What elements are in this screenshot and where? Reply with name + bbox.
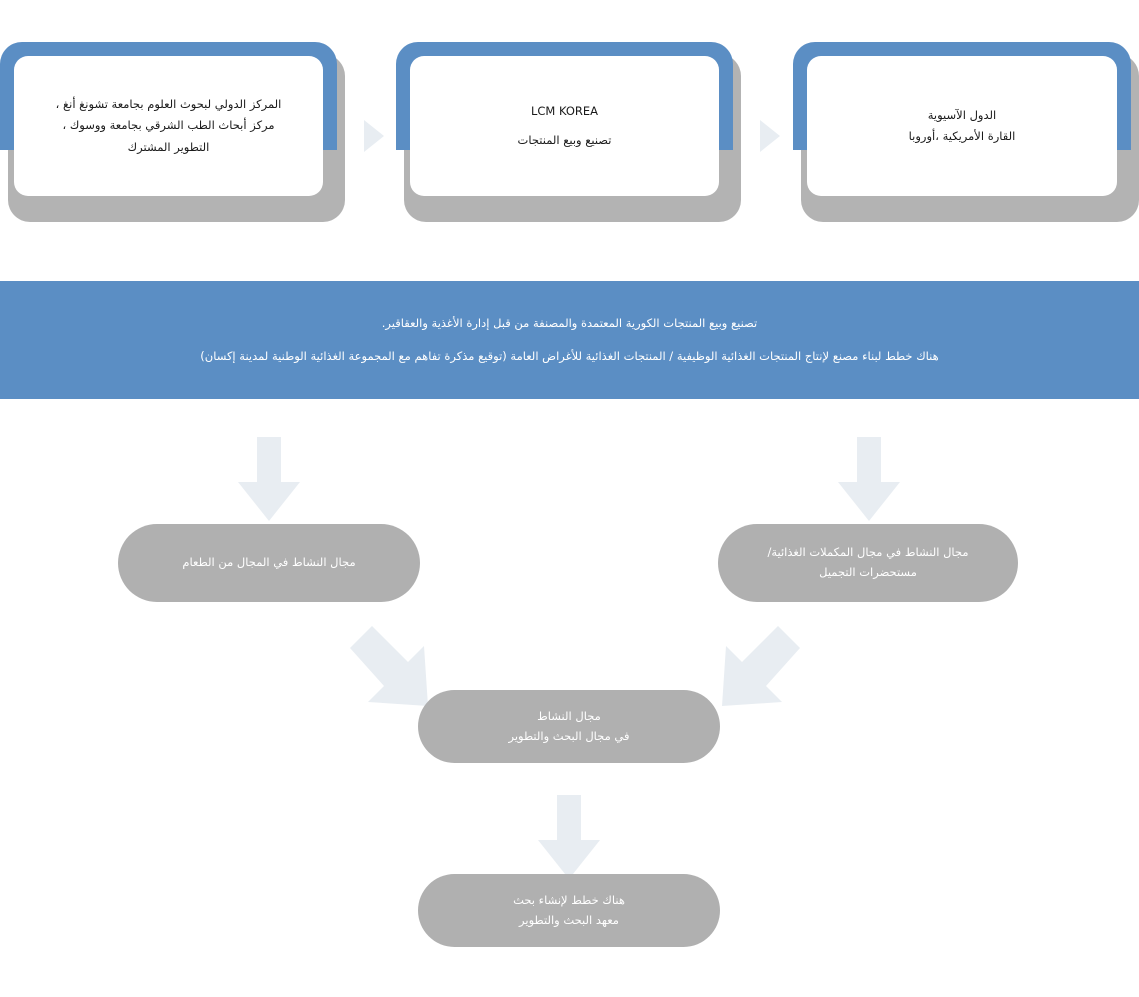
card-markets[interactable]: الدول الآسيوية القارة الأمريكية ،أوروبا (793, 42, 1139, 222)
arrow-shaft (557, 795, 581, 843)
info-banner: تصنيع وبيع المنتجات الكورية المعتمدة وال… (0, 281, 1139, 399)
arrow-head (238, 482, 300, 521)
arrow-shaft (857, 437, 881, 485)
card-inner-surface: LCM KOREA تصنيع وبيع المنتجات (410, 56, 719, 196)
arrow-head (838, 482, 900, 521)
pill-supplement-cosmetics-business-text: مجال النشاط في مجال المكملات الغذائية/ م… (767, 545, 969, 579)
card-research-partners[interactable]: المركز الدولي لبحوث العلوم بجامعة تشونغ … (0, 42, 345, 222)
card-research-partners-text: المركز الدولي لبحوث العلوم بجامعة تشونغ … (55, 97, 282, 154)
pill-rnd-institute-plan[interactable]: هناك خطط لإنشاء بحث معهد البحث والتطوير (418, 874, 720, 947)
pill-rnd-business-text: مجال النشاط في مجال البحث والتطوير (508, 708, 630, 743)
pill-food-business[interactable]: مجال النشاط في المجال من الطعام (118, 524, 420, 602)
arrow-down-icon (238, 437, 300, 521)
pill-rnd-business[interactable]: مجال النشاط في مجال البحث والتطوير (418, 690, 720, 763)
arrow-down-icon (538, 795, 600, 879)
arrow-down-icon (838, 437, 900, 521)
card-lcm-korea-text: تصنيع وبيع المنتجات (517, 132, 612, 147)
pill-rnd-institute-plan-text: هناك خطط لإنشاء بحث معهد البحث والتطوير (513, 892, 625, 927)
banner-line-1: تصنيع وبيع المنتجات الكورية المعتمدة وال… (381, 315, 758, 330)
card-lcm-korea[interactable]: LCM KOREA تصنيع وبيع المنتجات (396, 42, 741, 222)
pill-supplement-cosmetics-business[interactable]: مجال النشاط في مجال المكملات الغذائية/ م… (718, 524, 1018, 602)
pill-food-business-text: مجال النشاط في المجال من الطعام (182, 555, 356, 570)
card-inner-surface: الدول الآسيوية القارة الأمريكية ،أوروبا (807, 56, 1117, 196)
banner-line-2: هناك خطط لبناء مصنع لإنتاج المنتجات الغذ… (200, 349, 939, 363)
card-markets-text: الدول الآسيوية القارة الأمريكية ،أوروبا (908, 107, 1016, 143)
arrow-down-left-icon (718, 620, 814, 712)
triangle-right-icon (364, 120, 384, 152)
card-lcm-korea-title: LCM KOREA (530, 104, 599, 119)
card-inner-surface: المركز الدولي لبحوث العلوم بجامعة تشونغ … (14, 56, 323, 196)
arrow-head (538, 840, 600, 879)
arrow-down-right-icon (336, 620, 432, 712)
triangle-right-icon (760, 120, 780, 152)
arrow-shaft (257, 437, 281, 485)
